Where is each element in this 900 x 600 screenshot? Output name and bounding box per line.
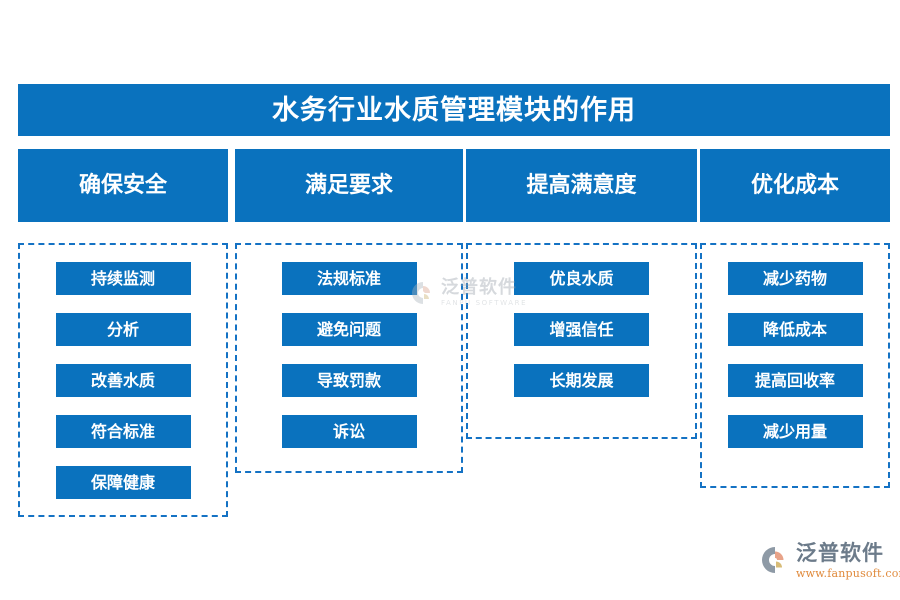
item-label: 长期发展 [549,370,614,390]
category-header-improve-satisfaction[interactable]: 提高满意度 [466,149,697,222]
item-label: 保障健康 [90,472,155,492]
item-label: 诉讼 [332,421,365,441]
item-box[interactable]: 避免问题 [281,313,417,346]
item-box[interactable]: 诉讼 [281,415,417,448]
item-box[interactable]: 减少用量 [727,415,863,448]
category-header-meet-requirements[interactable]: 满足要求 [235,149,463,222]
item-box[interactable]: 保障健康 [55,466,191,499]
category-header-label: 提高满意度 [526,172,637,198]
item-box[interactable]: 优良水质 [514,262,649,295]
item-label: 优良水质 [549,268,614,288]
fanpu-logo-icon [760,545,790,575]
category-header-label: 确保安全 [78,172,167,198]
category-header-ensure-safety[interactable]: 确保安全 [18,149,228,222]
category-header-label: 优化成本 [750,172,839,198]
diagram-title-banner: 水务行业水质管理模块的作用 [18,84,890,136]
item-box[interactable]: 改善水质 [55,364,191,397]
page-title: 水务行业水质管理模块的作用 [272,94,636,126]
item-label: 避免问题 [316,319,381,339]
item-label: 持续监测 [90,268,155,288]
group-box-meet-requirements [235,243,463,473]
item-box[interactable]: 提高回收率 [727,364,863,397]
group-box-optimize-cost [700,243,890,488]
item-box[interactable]: 减少药物 [727,262,863,295]
item-box[interactable]: 分析 [55,313,191,346]
category-header-label: 满足要求 [304,172,393,198]
item-label: 分析 [106,319,139,339]
group-box-ensure-safety [18,243,228,517]
item-box[interactable]: 导致罚款 [281,364,417,397]
item-box[interactable]: 增强信任 [514,313,649,346]
group-box-improve-satisfaction [466,243,697,439]
item-label: 降低成本 [762,319,827,339]
item-label: 改善水质 [90,370,155,390]
item-box[interactable]: 长期发展 [514,364,649,397]
category-header-row: 确保安全 满足要求 提高满意度 优化成本 [0,149,900,222]
item-box[interactable]: 持续监测 [55,262,191,295]
item-label: 法规标准 [316,268,381,288]
item-label: 减少用量 [762,421,827,441]
item-label: 提高回收率 [754,370,835,390]
item-stack-optimize-cost: 减少药物 降低成本 提高回收率 减少用量 [700,262,890,448]
item-label: 增强信任 [549,319,614,339]
brand-text: 泛普软件 www.fanpusoft.com [796,541,900,580]
item-stack-meet-requirements: 法规标准 避免问题 导致罚款 诉讼 [235,262,463,448]
item-box[interactable]: 降低成本 [727,313,863,346]
item-box[interactable]: 法规标准 [281,262,417,295]
item-label: 导致罚款 [316,370,381,390]
item-label: 减少药物 [762,268,827,288]
item-stack-ensure-safety: 持续监测 分析 改善水质 符合标准 保障健康 [18,262,228,499]
item-label: 符合标准 [90,421,155,441]
category-header-optimize-cost[interactable]: 优化成本 [700,149,890,222]
brand-logo: 泛普软件 www.fanpusoft.com [760,543,900,589]
item-stack-improve-satisfaction: 优良水质 增强信任 长期发展 [466,262,697,397]
item-box[interactable]: 符合标准 [55,415,191,448]
brand-url: www.fanpusoft.com [796,567,900,580]
brand-name: 泛普软件 [796,541,884,565]
